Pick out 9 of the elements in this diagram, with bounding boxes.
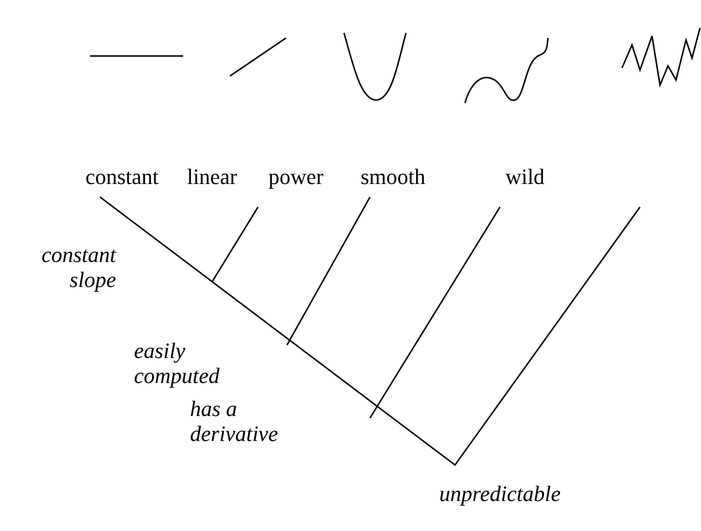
trait-label: unpredictable bbox=[438, 481, 562, 506]
trait-label: has a derivative bbox=[190, 396, 279, 446]
trait-label: easily computed bbox=[134, 338, 221, 388]
trait-label: constant slope bbox=[40, 242, 116, 292]
leaf-label: power bbox=[268, 164, 324, 189]
leaf-label: smooth bbox=[360, 164, 426, 189]
leaf-label: wild bbox=[504, 164, 546, 189]
leaf-label: linear bbox=[186, 164, 238, 189]
leaf-label: constant bbox=[84, 164, 160, 189]
